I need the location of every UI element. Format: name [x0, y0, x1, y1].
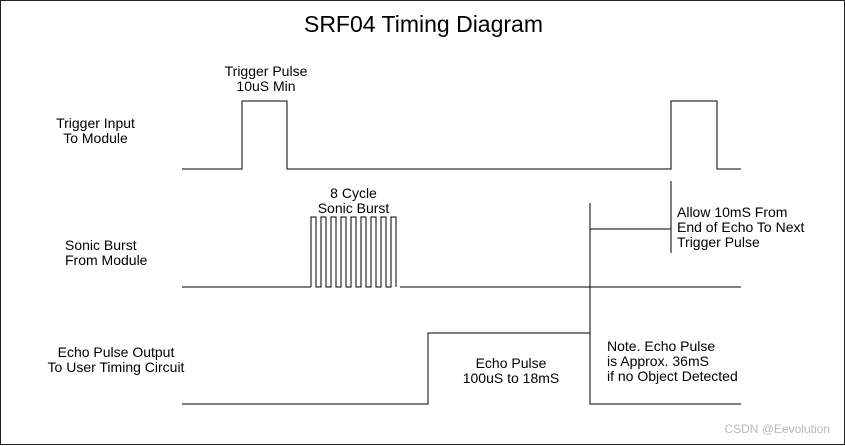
note-annotation: Note. Echo Pulse is Approx. 36mS if no O… — [607, 338, 738, 384]
diagram-title: SRF04 Timing Diagram — [303, 11, 544, 37]
watermark: CSDN @Eevolution — [724, 422, 830, 436]
sonic-burst-waveform — [182, 216, 741, 288]
allow-annotation: Allow 10mS From End of Echo To Next Trig… — [677, 204, 805, 250]
trigger-waveform — [182, 100, 741, 170]
echo-waveform — [182, 332, 741, 405]
sonic-burst-label: Sonic Burst From Module — [65, 237, 148, 268]
echo-pulse-annotation: Echo Pulse 100uS to 18mS — [462, 355, 560, 386]
echo-output-label: Echo Pulse Output To User Timing Circuit — [47, 344, 185, 375]
cycle-burst-annotation: 8 Cycle Sonic Burst — [317, 185, 390, 216]
trigger-pulse-annotation: Trigger Pulse 10uS Min — [224, 63, 308, 94]
trigger-input-label: Trigger Input To Module — [56, 115, 135, 146]
